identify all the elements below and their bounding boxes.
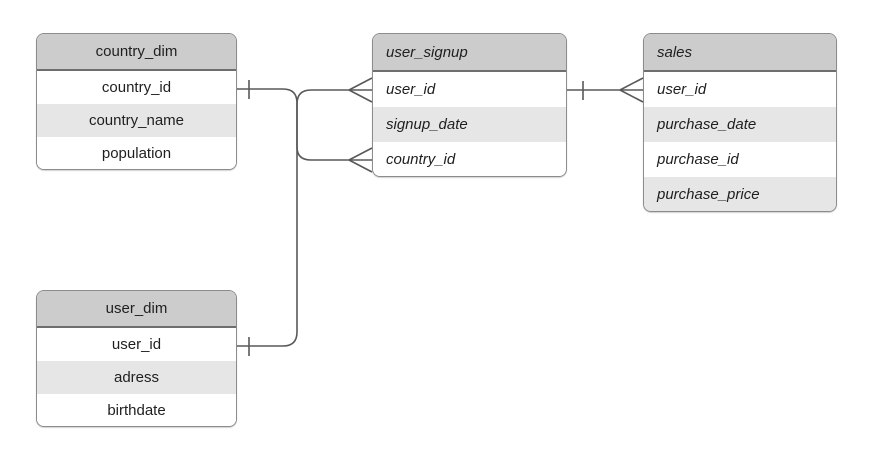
- entity-user-dim[interactable]: user_dim user_id adress birthdate: [36, 290, 237, 427]
- entity-user-signup[interactable]: user_signup user_id signup_date country_…: [372, 33, 567, 177]
- crowsfoot-user-signup-country-id: [348, 147, 373, 173]
- attribute-country-dim-country-id[interactable]: country_id: [37, 71, 236, 104]
- crowsfoot-user-signup-user-id: [348, 77, 373, 103]
- attribute-user-dim-user-id[interactable]: user_id: [37, 328, 236, 361]
- entity-title-user-dim: user_dim: [37, 291, 236, 328]
- attribute-sales-purchase-price[interactable]: purchase_price: [644, 177, 836, 211]
- entity-sales[interactable]: sales user_id purchase_date purchase_id …: [643, 33, 837, 212]
- crowsfoot-sales-user-id: [619, 77, 644, 103]
- attribute-sales-purchase-id[interactable]: purchase_id: [644, 142, 836, 177]
- connector-country-dim-to-user-signup: [237, 80, 373, 173]
- attribute-sales-user-id[interactable]: user_id: [644, 72, 836, 107]
- attribute-user-signup-user-id[interactable]: user_id: [373, 72, 566, 107]
- attribute-user-signup-signup-date[interactable]: signup_date: [373, 107, 566, 142]
- attribute-sales-purchase-date[interactable]: purchase_date: [644, 107, 836, 142]
- attribute-country-dim-population[interactable]: population: [37, 137, 236, 169]
- connector-user-signup-to-sales: [567, 77, 644, 103]
- entity-title-country-dim: country_dim: [37, 34, 236, 71]
- attribute-user-dim-adress[interactable]: adress: [37, 361, 236, 394]
- connector-user-dim-to-user-signup: [237, 77, 373, 356]
- attribute-user-signup-country-id[interactable]: country_id: [373, 142, 566, 176]
- entity-title-user-signup: user_signup: [373, 34, 566, 72]
- entity-title-sales: sales: [644, 34, 836, 72]
- attribute-country-dim-country-name[interactable]: country_name: [37, 104, 236, 137]
- attribute-user-dim-birthdate[interactable]: birthdate: [37, 394, 236, 426]
- entity-country-dim[interactable]: country_dim country_id country_name popu…: [36, 33, 237, 170]
